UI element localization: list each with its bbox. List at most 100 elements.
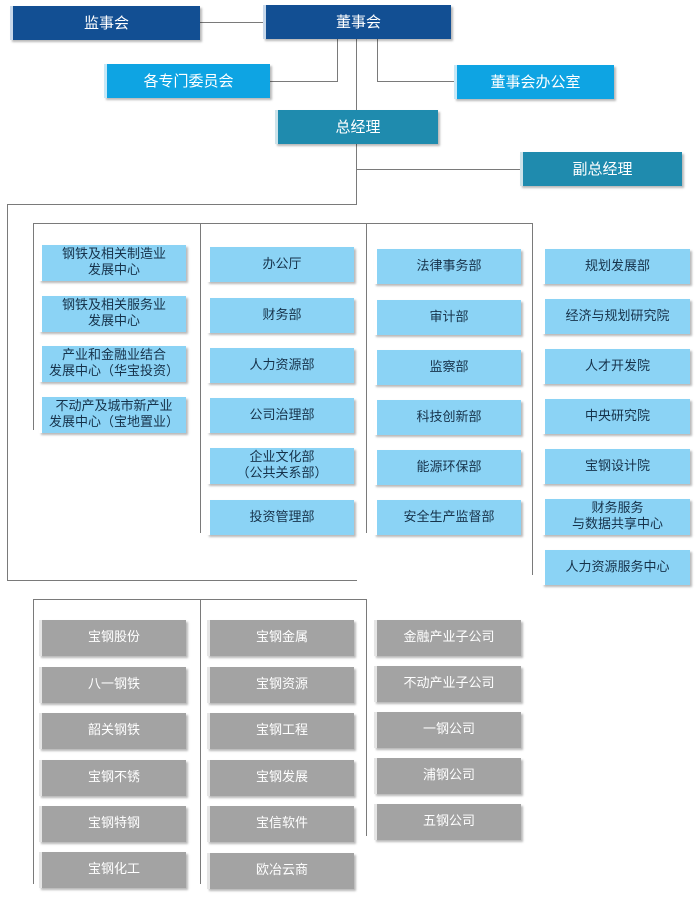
dept-label: 审计部 xyxy=(429,309,469,325)
dept-c3-2: 审计部 xyxy=(374,300,521,335)
dept-label: 人力资源部 xyxy=(249,357,315,373)
deputy-general-manager-box: 副总经理 xyxy=(520,152,682,186)
connector xyxy=(33,223,532,224)
connector xyxy=(356,169,520,170)
subsidiary-label: 不动产业子公司 xyxy=(403,676,495,692)
subsidiary-c2-4: 宝钢发展 xyxy=(207,760,354,796)
subsidiary-c2-6: 欧冶云商 xyxy=(207,853,354,889)
connector xyxy=(377,81,454,82)
board-office-box: 董事会办公室 xyxy=(454,65,614,99)
subsidiary-c2-1: 宝钢金属 xyxy=(207,620,354,656)
dept-c1-1: 钢铁及相关制造业 发展中心 xyxy=(39,245,186,281)
subsidiary-label: 八一钢铁 xyxy=(87,677,140,693)
dept-c1-3: 产业和金融业结合 发展中心（华宝投资） xyxy=(39,346,186,382)
dept-label: 人才开发院 xyxy=(584,358,650,374)
subsidiary-label: 金融产业子公司 xyxy=(403,630,495,646)
dept-label: 财务服务 与数据共享中心 xyxy=(571,501,663,532)
dept-label: 安全生产监督部 xyxy=(403,509,495,525)
dept-c4-1: 规划发展部 xyxy=(542,249,690,284)
dept-c3-1: 法律事务部 xyxy=(374,249,521,284)
board-of-directors-label: 董事会 xyxy=(335,13,381,31)
board-office-label: 董事会办公室 xyxy=(490,73,581,91)
connector xyxy=(270,81,338,82)
dept-label: 公司治理部 xyxy=(249,407,315,423)
dept-c4-5: 宝钢设计院 xyxy=(542,449,690,484)
subsidiary-label: 欧冶云商 xyxy=(255,863,308,879)
subsidiary-c1-2: 八一钢铁 xyxy=(39,667,186,703)
special-committees-label: 各专门委员会 xyxy=(143,72,234,90)
subsidiary-c3-5: 五钢公司 xyxy=(374,804,521,840)
dept-label: 不动产及城市新产业 发展中心（宝地置业） xyxy=(48,399,179,430)
connector xyxy=(356,144,357,204)
subsidiary-c2-5: 宝信软件 xyxy=(207,806,354,842)
dept-label: 科技创新部 xyxy=(416,409,482,425)
subsidiary-label: 宝钢化工 xyxy=(87,862,140,878)
subsidiary-label: 宝信软件 xyxy=(255,816,308,832)
connector xyxy=(200,599,201,884)
subsidiary-c3-1: 金融产业子公司 xyxy=(374,620,521,656)
subsidiary-c1-5: 宝钢特钢 xyxy=(39,806,186,842)
deputy-general-manager-label: 副总经理 xyxy=(572,160,633,178)
connector xyxy=(7,204,8,580)
dept-c4-6: 财务服务 与数据共享中心 xyxy=(542,499,690,535)
connector xyxy=(7,580,357,581)
dept-label: 宝钢设计院 xyxy=(584,458,650,474)
subsidiary-c2-2: 宝钢资源 xyxy=(207,667,354,703)
dept-c2-5: 企业文化部 （公共关系部） xyxy=(207,448,354,484)
general-manager-label: 总经理 xyxy=(335,118,381,136)
dept-label: 人力资源服务中心 xyxy=(565,559,670,575)
dept-c2-2: 财务部 xyxy=(207,298,354,333)
supervisory-board-box: 监事会 xyxy=(10,6,200,40)
dept-label: 投资管理部 xyxy=(249,509,315,525)
subsidiary-label: 宝钢资源 xyxy=(255,677,308,693)
connector xyxy=(366,223,367,533)
dept-c3-3: 监察部 xyxy=(374,350,521,385)
special-committees-box: 各专门委员会 xyxy=(104,64,270,98)
connector xyxy=(33,599,34,884)
dept-label: 钢铁及相关制造业 发展中心 xyxy=(61,247,166,278)
connector xyxy=(200,223,201,533)
dept-c3-6: 安全生产监督部 xyxy=(374,500,521,535)
subsidiary-c1-3: 韶关钢铁 xyxy=(39,713,186,749)
subsidiary-label: 宝钢发展 xyxy=(255,770,308,786)
dept-c2-4: 公司治理部 xyxy=(207,398,354,433)
subsidiary-label: 宝钢特钢 xyxy=(87,816,140,832)
subsidiary-label: 韶关钢铁 xyxy=(87,723,140,739)
connector xyxy=(200,22,263,23)
connector xyxy=(366,599,367,836)
connector xyxy=(33,223,34,430)
subsidiary-label: 宝钢工程 xyxy=(255,723,308,739)
dept-c1-2: 钢铁及相关服务业 发展中心 xyxy=(39,296,186,332)
subsidiary-label: 五钢公司 xyxy=(422,814,475,830)
dept-label: 法律事务部 xyxy=(416,258,482,274)
dept-label: 财务部 xyxy=(262,307,302,323)
dept-label: 监察部 xyxy=(429,359,469,375)
dept-label: 办公厅 xyxy=(262,256,302,272)
subsidiary-label: 浦钢公司 xyxy=(422,768,475,784)
subsidiary-label: 宝钢金属 xyxy=(255,630,308,646)
subsidiary-c3-3: 一钢公司 xyxy=(374,712,521,748)
subsidiary-c1-4: 宝钢不锈 xyxy=(39,760,186,796)
dept-c1-4: 不动产及城市新产业 发展中心（宝地置业） xyxy=(39,397,186,433)
subsidiary-c1-6: 宝钢化工 xyxy=(39,852,186,888)
dept-c3-4: 科技创新部 xyxy=(374,400,521,435)
connector xyxy=(377,39,378,81)
dept-c2-6: 投资管理部 xyxy=(207,500,354,535)
dept-c4-7: 人力资源服务中心 xyxy=(542,550,690,585)
connector xyxy=(356,39,357,110)
subsidiary-c3-2: 不动产业子公司 xyxy=(374,666,521,702)
dept-label: 经济与规划研究院 xyxy=(565,308,670,324)
supervisory-board-label: 监事会 xyxy=(83,14,129,32)
connector xyxy=(532,223,533,575)
dept-c2-1: 办公厅 xyxy=(207,247,354,282)
subsidiary-label: 一钢公司 xyxy=(422,722,475,738)
subsidiary-label: 宝钢不锈 xyxy=(87,770,140,786)
dept-label: 产业和金融业结合 发展中心（华宝投资） xyxy=(48,348,179,379)
dept-c2-3: 人力资源部 xyxy=(207,348,354,383)
dept-c3-5: 能源环保部 xyxy=(374,450,521,485)
connector xyxy=(337,39,338,81)
connector xyxy=(7,204,357,205)
dept-c4-3: 人才开发院 xyxy=(542,349,690,384)
dept-label: 能源环保部 xyxy=(416,459,482,475)
dept-c4-2: 经济与规划研究院 xyxy=(542,299,690,334)
